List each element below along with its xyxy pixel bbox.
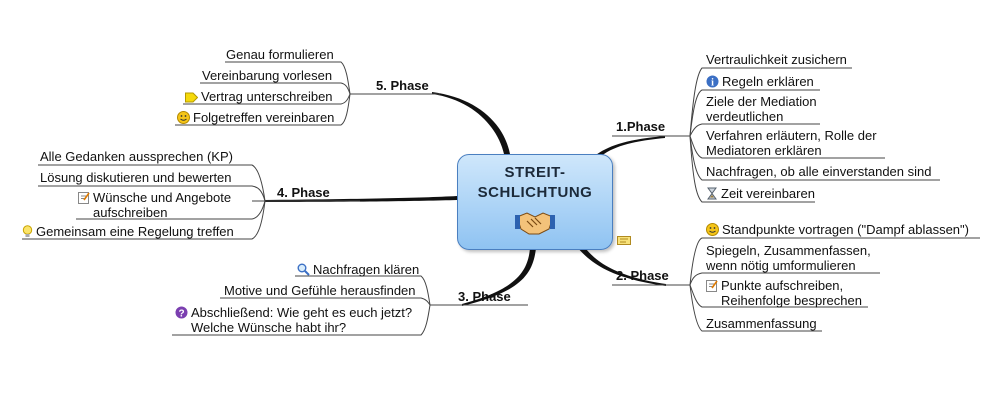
phase2-item-2[interactable]: Spiegeln, Zusammenfassen, wenn nötig umf… — [706, 243, 871, 273]
phase5-item-3-text: Vertrag unterschreiben — [201, 89, 333, 104]
phase4-item-4-text: Gemeinsam eine Regelung treffen — [36, 224, 234, 239]
info-icon: i — [706, 75, 719, 88]
phase2-item-3-line2: Reihenfolge besprechen — [721, 293, 862, 308]
phase1-item-3[interactable]: Ziele der Mediation verdeutlichen — [706, 94, 817, 124]
phase1-item-4[interactable]: Verfahren erläutern, Rolle der Mediatore… — [706, 128, 877, 158]
phase3-label[interactable]: 3. Phase — [458, 289, 511, 304]
handshake-icon — [515, 212, 555, 235]
phase3-item-3-line2: Welche Wünsche habt ihr? — [191, 320, 347, 335]
phase1-item-4-line2: Mediatoren erklären — [706, 143, 822, 158]
phase2-item-3-line1: Punkte aufschreiben, — [721, 278, 844, 293]
hourglass-icon — [707, 187, 717, 200]
smiley-icon — [177, 111, 190, 124]
branch-phase3 — [462, 248, 536, 306]
phase2-item-2-line1: Spiegeln, Zusammenfassen, — [706, 243, 871, 258]
phase1-item-2-text: Regeln erklären — [722, 74, 814, 89]
phase3-item-3-line1: Abschließend: Wie geht es euch jetzt? — [191, 305, 413, 320]
phase5-item-2[interactable]: Vereinbarung vorlesen — [202, 68, 333, 83]
phase3-item-1-text: Nachfragen klären — [313, 262, 420, 277]
phase4-item-2[interactable]: Lösung diskutieren und bewerten — [40, 170, 232, 185]
branch-phase1 — [585, 136, 665, 169]
phase1-item-3-line2: verdeutlichen — [706, 109, 784, 124]
note-icon — [706, 280, 718, 292]
phase1-item-4-line1: Verfahren erläutern, Rolle der — [706, 128, 877, 143]
phase3-item-2[interactable]: Motive und Gefühle herausfinden — [224, 283, 416, 298]
phase3-item-3[interactable]: ? Abschließend: Wie geht es euch jetzt? W… — [175, 305, 412, 335]
phase5-label[interactable]: 5. Phase — [376, 78, 429, 93]
central-topic-line1: STREIT- — [504, 164, 566, 181]
phase5-item-1[interactable]: Genau formulieren — [226, 47, 334, 62]
svg-text:?: ? — [178, 309, 184, 320]
phase4-item-3[interactable]: Wünsche und Angebote aufschreiben — [78, 190, 231, 220]
phase5-item-4-text: Folgetreffen vereinbaren — [193, 110, 335, 125]
phase4-item-3-line2: aufschreiben — [93, 205, 168, 220]
svg-text:i: i — [711, 78, 714, 89]
phase2-item-1-text: Standpunkte vortragen ("Dampf ablassen") — [722, 222, 969, 237]
note-icon — [78, 192, 90, 204]
phase2-item-1[interactable]: Standpunkte vortragen ("Dampf ablassen") — [706, 222, 969, 237]
phase4-label[interactable]: 4. Phase — [277, 185, 330, 200]
tag-icon — [185, 92, 198, 103]
phase4-item-3-line1: Wünsche und Angebote — [93, 190, 232, 205]
smiley-icon — [706, 223, 719, 236]
phase1-item-1[interactable]: Vertraulichkeit zusichern — [706, 52, 847, 67]
phase5-item-4[interactable]: Folgetreffen vereinbaren — [177, 110, 334, 125]
phase1-label[interactable]: 1.Phase — [616, 119, 666, 134]
memo-icon[interactable] — [617, 236, 631, 245]
lightbulb-icon — [22, 225, 33, 237]
phase1-item-5[interactable]: Nachfragen, ob alle einverstanden sind — [706, 164, 932, 179]
phase5-item-3[interactable]: Vertrag unterschreiben — [185, 89, 333, 104]
phase2-item-2-line2: wenn nötig umformulieren — [706, 258, 856, 273]
phase2-item-4[interactable]: Zusammenfassung — [706, 316, 817, 331]
central-topic-line2: SCHLICHTUNG — [477, 184, 593, 201]
magnifier-icon — [297, 263, 310, 276]
phase1-item-6[interactable]: Zeit vereinbaren — [706, 186, 815, 201]
phase1-item-3-line1: Ziele der Mediation — [706, 94, 817, 109]
phase3-item-1[interactable]: Nachfragen klären — [297, 262, 419, 277]
question-icon: ? — [175, 306, 188, 319]
phase1-item-6-text: Zeit vereinbaren — [721, 186, 815, 201]
phase4-item-4[interactable]: Gemeinsam eine Regelung treffen — [22, 224, 234, 239]
phase2-label[interactable]: 2. Phase — [616, 268, 669, 283]
phase1-item-2[interactable]: i Regeln erklären — [706, 74, 814, 89]
central-topic[interactable]: STREIT- SCHLICHTUNG — [457, 154, 613, 250]
phase2-item-3[interactable]: Punkte aufschreiben, Reihenfolge besprec… — [706, 278, 862, 308]
branch-phase5 — [432, 92, 510, 154]
phase4-item-1[interactable]: Alle Gedanken aussprechen (KP) — [40, 149, 233, 164]
